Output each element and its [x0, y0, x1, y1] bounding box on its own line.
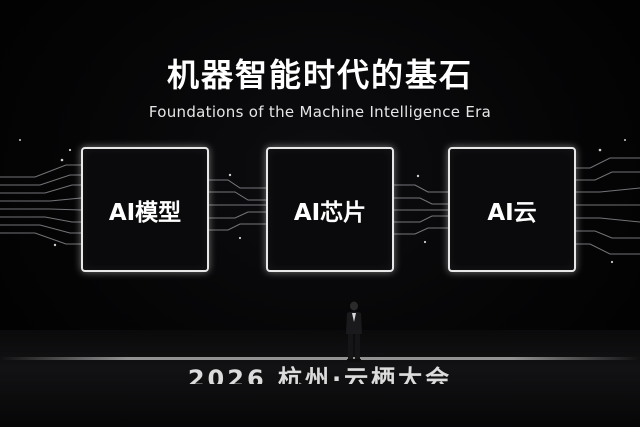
stage-sign-text: 2026 杭州·云栖大会 — [187, 365, 453, 384]
stage-floor — [0, 330, 640, 427]
card-ai-model: AI模型 — [81, 147, 209, 272]
card-label: AI芯片 — [293, 199, 367, 226]
stage-edge-light — [0, 357, 640, 360]
card-label: AI模型 — [108, 199, 182, 226]
card-ai-cloud: AI云 — [448, 147, 576, 272]
card-ai-chip: AI芯片 — [266, 147, 394, 272]
card-label: AI云 — [487, 199, 537, 226]
slide-subtitle: Foundations of the Machine Intelligence … — [148, 103, 492, 121]
slide-title: 机器智能时代的基石 — [166, 56, 473, 94]
speaker-figure — [346, 301, 362, 362]
